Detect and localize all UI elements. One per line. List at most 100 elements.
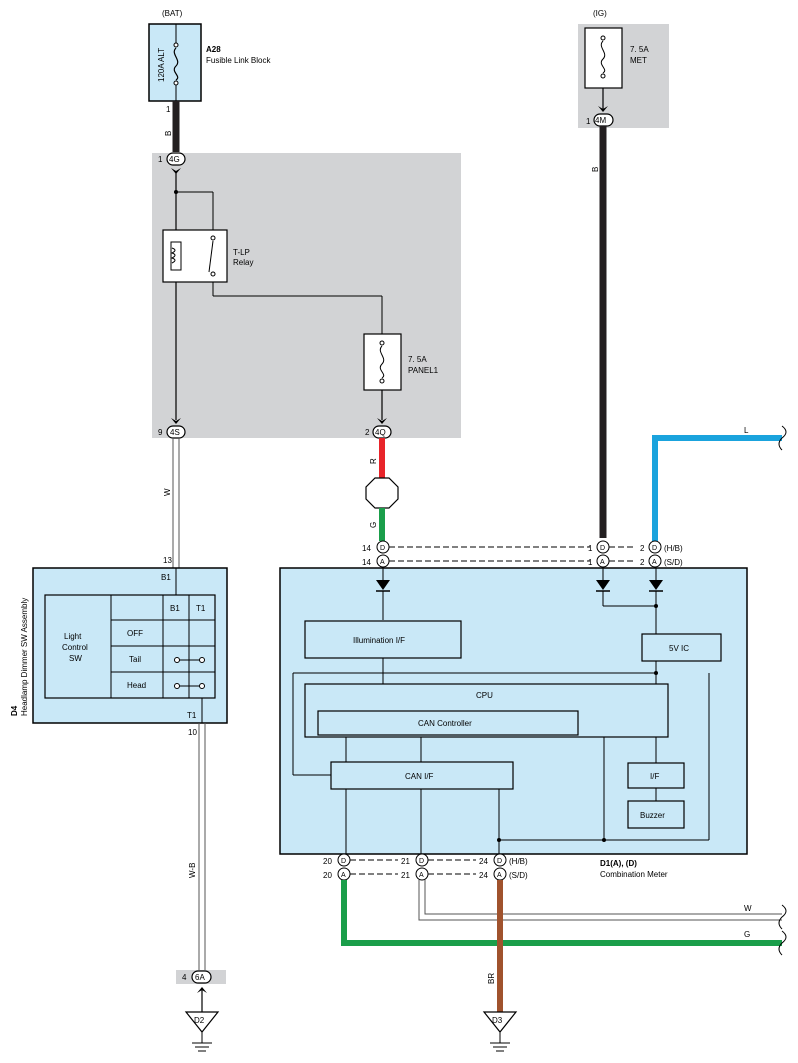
alt-fuse-icon: [173, 24, 179, 101]
junction-connector: [365, 477, 399, 509]
can-controller-block: [317, 710, 579, 736]
conn-a-mid: A: [600, 559, 605, 566]
wire-wb-label: W-B: [188, 863, 197, 878]
pin-1-a: 1: [588, 558, 593, 567]
switch-name-line1: Light: [64, 632, 82, 641]
alt-fuse-ref: A28: [206, 45, 221, 54]
switch-ref: D4: [10, 705, 19, 716]
connector-4g: [166, 152, 186, 166]
illumination-if-label: Illumination I/F: [353, 636, 405, 645]
switch-col-b1: B1: [170, 604, 180, 613]
switch-b1-label: B1: [161, 573, 171, 582]
conn-d-mid: D: [600, 545, 605, 552]
pin-2-a: 2: [640, 558, 645, 567]
met-fuse-rating: 7. 5A: [630, 45, 649, 54]
buzzer-label: Buzzer: [640, 811, 665, 820]
pin-4: 4: [182, 973, 187, 982]
cpu-label: CPU: [476, 691, 493, 700]
pin-1-d: 1: [588, 544, 593, 553]
pin-24-d: 24: [479, 857, 488, 866]
relay-name: T-LP: [233, 248, 250, 257]
met-fuse-icon: [600, 35, 606, 79]
can-if-label: CAN I/F: [405, 772, 434, 781]
switch-row-off: OFF: [127, 629, 143, 638]
if-label: I/F: [650, 772, 659, 781]
pin-21-d: 21: [401, 857, 410, 866]
pin-20-d: 20: [323, 857, 332, 866]
meter-name: Combination Meter: [600, 870, 668, 879]
switch-t1-label: T1: [187, 711, 197, 720]
conn-d-left: D: [380, 545, 385, 552]
5v-ic-label: 5V IC: [669, 644, 689, 653]
bconn-a-3: A: [497, 872, 502, 879]
pin-14-a: 14: [362, 558, 371, 567]
panel-fuse-name: PANEL1: [408, 366, 439, 375]
ground-d3: [482, 1011, 518, 1033]
can-if-block: [330, 761, 514, 790]
conn-a-left: A: [380, 559, 385, 566]
5v-ic-block: [641, 633, 722, 662]
connector-4q-label: 4Q: [375, 428, 386, 437]
bconn-a-2: A: [419, 872, 424, 879]
connector-4m-label: 4M: [595, 116, 606, 125]
bottom-sd-label: (S/D): [509, 871, 528, 880]
pin-met: 1: [586, 117, 591, 126]
wire-green-bottom: [341, 880, 782, 946]
pin-2-d: 2: [640, 544, 645, 553]
diode-ig: [596, 580, 610, 590]
panel-fuse-icon: [379, 340, 385, 384]
pin-10: 10: [188, 728, 197, 737]
wire-blue: [652, 435, 782, 541]
alt-fuse-rating: 120A ALT: [157, 48, 166, 82]
buzzer-block: [627, 800, 685, 829]
bconn-d-3: D: [497, 858, 502, 865]
ground-d2: [184, 1011, 220, 1033]
connector-6a: [191, 970, 212, 984]
pin-13: 13: [163, 556, 172, 565]
ground-d2-label: D2: [194, 1016, 205, 1025]
wire-w-right-label: W: [744, 904, 752, 913]
wire-g-label: G: [369, 522, 378, 528]
switch-assembly-name: Headlamp Dimmer SW Assembly: [20, 598, 29, 716]
wire-b-label-1: B: [164, 131, 173, 136]
diode-illum: [376, 580, 390, 590]
switch-tail-contact: [174, 657, 205, 663]
pin-4g: 1: [158, 155, 163, 164]
bottom-hb-label: (H/B): [509, 857, 528, 866]
relay-sub: Relay: [233, 258, 253, 267]
pin-21-a: 21: [401, 871, 410, 880]
switch-col-t1: T1: [196, 604, 206, 613]
relay-switch-icon: [208, 235, 216, 277]
pin-4s: 9: [158, 428, 163, 437]
wire-w-label: W: [163, 488, 172, 496]
pin-4q: 2: [365, 428, 370, 437]
wire-l-label: L: [744, 426, 749, 435]
if-block: [627, 762, 685, 789]
bconn-d-1: D: [341, 858, 346, 865]
pin-a28: 1: [166, 105, 171, 114]
pin-20-a: 20: [323, 871, 332, 880]
wire-br-label: BR: [487, 973, 496, 984]
switch-head-contact: [174, 683, 205, 689]
ground-d3-label: D3: [492, 1016, 503, 1025]
switch-name-line3: SW: [69, 654, 82, 663]
wire-r-label: R: [369, 458, 378, 464]
switch-row-tail: Tail: [129, 655, 141, 664]
top-hb-label: (H/B): [664, 544, 683, 553]
diode-bat: [649, 580, 663, 590]
connector-6a-label: 6A: [195, 973, 205, 982]
bconn-d-2: D: [419, 858, 424, 865]
wire-b-label-2: B: [591, 167, 600, 172]
conn-d-right: D: [652, 545, 657, 552]
can-controller-label: CAN Controller: [418, 719, 472, 728]
connector-4g-label: 4G: [169, 155, 180, 164]
panel-fuse-rating: 7. 5A: [408, 355, 427, 364]
switch-row-head: Head: [127, 681, 146, 690]
conn-a-right: A: [652, 559, 657, 566]
connector-4s-label: 4S: [170, 428, 180, 437]
pin-14-d: 14: [362, 544, 371, 553]
connector-4s: [166, 425, 186, 439]
bconn-a-1: A: [341, 872, 346, 879]
illumination-if-block: [304, 620, 462, 659]
